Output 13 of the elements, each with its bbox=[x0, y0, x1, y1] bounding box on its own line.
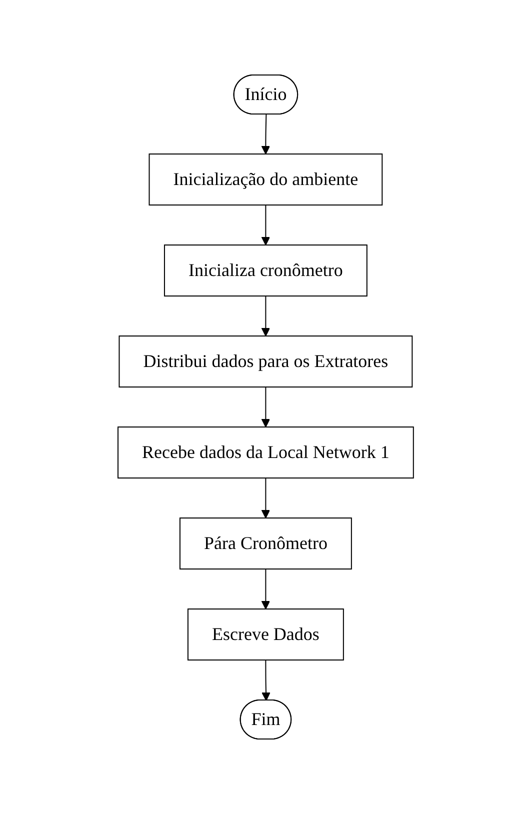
arrow bbox=[261, 296, 270, 336]
arrow bbox=[261, 114, 270, 154]
arrow bbox=[261, 568, 270, 610]
node-box: Recebe dados da Local Network 1 bbox=[117, 426, 414, 478]
arrow bbox=[261, 204, 270, 246]
node-box: Pára Cronômetro bbox=[179, 518, 352, 570]
node-box: Inicialização do ambiente bbox=[148, 154, 382, 206]
arrow bbox=[261, 660, 270, 701]
arrow bbox=[261, 386, 270, 428]
node-box: Inicializa cronômetro bbox=[164, 244, 368, 296]
node-box: Distribui dados para os Extratores bbox=[118, 336, 412, 388]
node-box: Escreve Dados bbox=[187, 608, 344, 660]
arrow bbox=[261, 478, 270, 518]
